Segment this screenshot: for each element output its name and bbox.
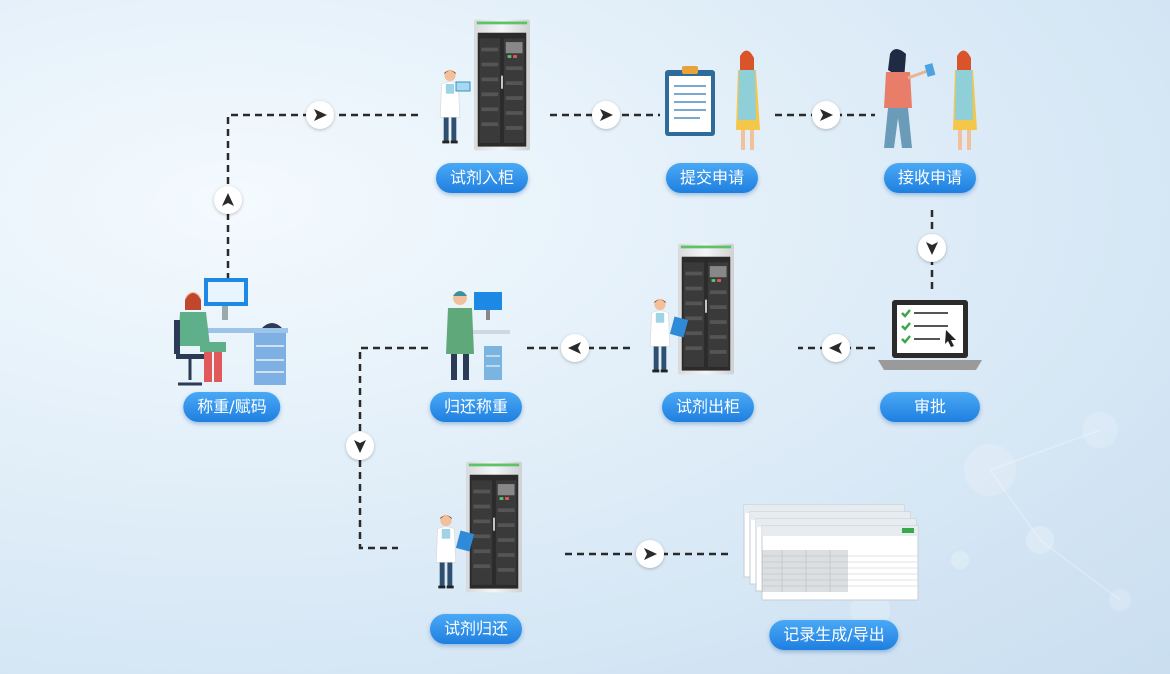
arrow-icon: [822, 334, 850, 362]
scientist-icon: [884, 49, 936, 148]
step-return-weigh: 归还称重: [429, 392, 523, 422]
step-reagent-out: 试剂出柜: [661, 392, 755, 422]
step-receive-request: 接收申请: [883, 163, 977, 193]
step-record-export: 记录生成/导出: [769, 620, 899, 650]
scientist-icon: [953, 50, 977, 150]
step-reagent-return: 试剂归还: [429, 614, 523, 644]
step-weigh-code: 称重/赋码: [183, 392, 281, 422]
receive-request-illustration: [884, 49, 977, 150]
reagent-out-illustration: [649, 243, 734, 375]
step-reagent-in: 试剂入柜: [435, 163, 529, 193]
arrow-icon: [812, 101, 840, 129]
arrow-icon: [346, 432, 374, 460]
arrow-icon: [306, 101, 334, 129]
arrow-icon: [636, 540, 664, 568]
cabinet-icon: [474, 19, 530, 151]
scientist-icon: [446, 291, 474, 380]
scientist-icon: [439, 69, 461, 144]
arrow-icon: [214, 186, 242, 214]
reagent-in-illustration: [439, 19, 530, 151]
connector-lines: [226, 113, 934, 556]
submit-request-illustration: [665, 50, 760, 150]
cabinet-icon: [678, 243, 734, 375]
approve-illustration: [878, 300, 982, 370]
scientist-icon: [435, 514, 457, 589]
reagent-return-illustration: [435, 461, 522, 593]
arrow-markers: [214, 101, 946, 568]
record-export-illustration: [743, 504, 919, 601]
scientist-icon: [736, 50, 760, 150]
return-weigh-illustration: [446, 291, 510, 380]
scientist-icon: [649, 298, 671, 373]
cabinet-icon: [466, 461, 522, 593]
scientist-icon: [174, 292, 226, 386]
background-decoration: [850, 412, 1131, 630]
spreadsheet-icon: [743, 504, 919, 601]
step-submit-request: 提交申请: [665, 163, 759, 193]
arrow-icon: [561, 334, 589, 362]
weigh-code-illustration: [174, 278, 288, 386]
step-approve: 审批: [880, 392, 980, 422]
clipboard-icon: [665, 66, 715, 136]
arrow-icon: [592, 101, 620, 129]
laptop-icon: [878, 300, 982, 370]
connector-weigh-to-in: [226, 113, 420, 280]
arrow-icon: [918, 234, 946, 262]
